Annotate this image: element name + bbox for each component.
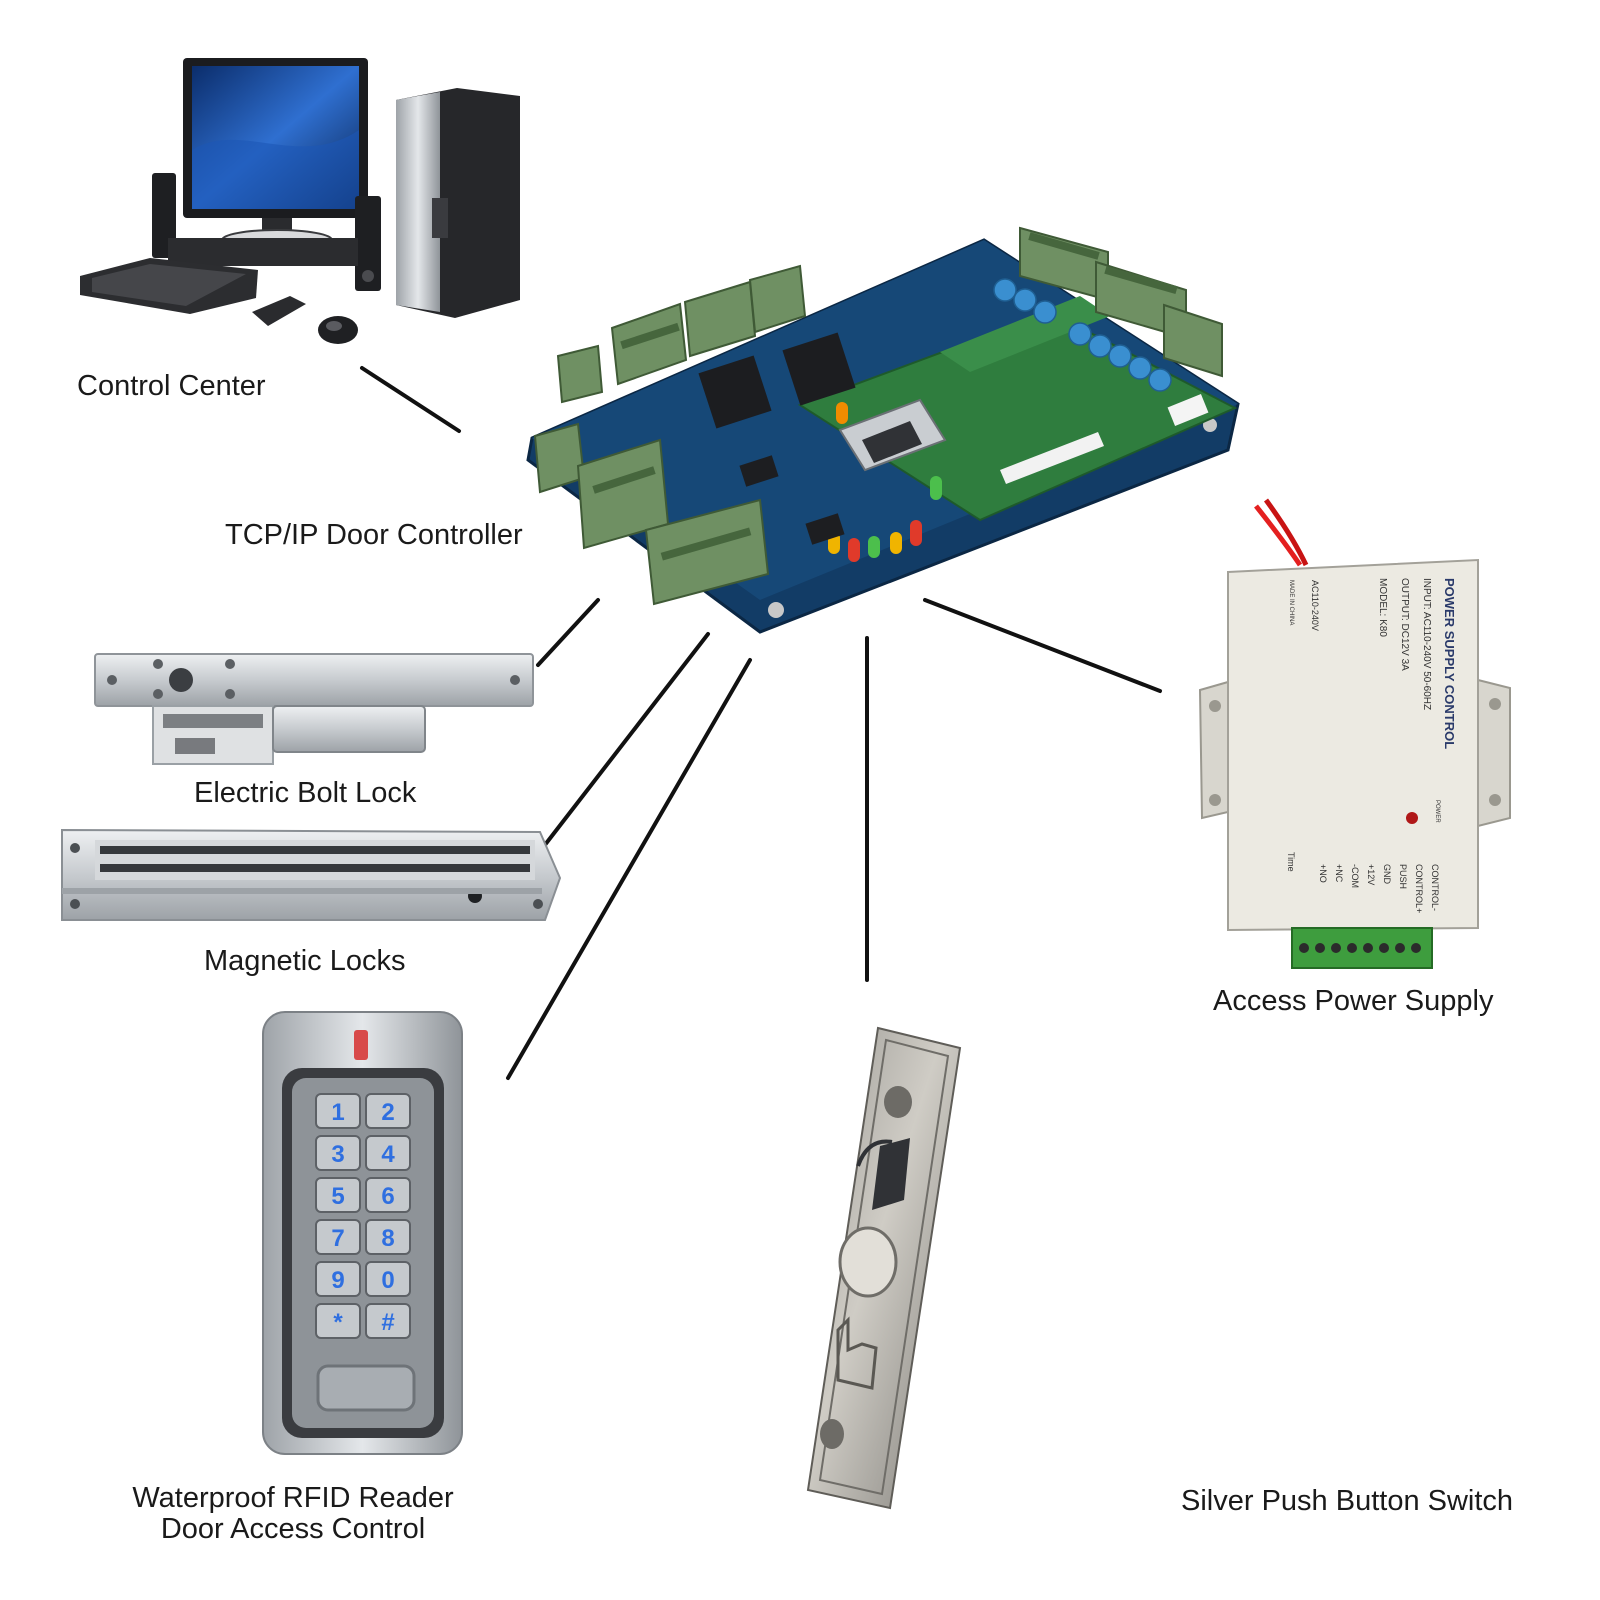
keypad-key-label: 5 — [331, 1183, 344, 1210]
psu-title-text: POWER SUPPLY CONTROL — [1442, 578, 1457, 749]
keypad-key-label: 9 — [331, 1267, 344, 1294]
connector-lines — [360, 366, 1162, 1080]
magnetic-lock-illustration — [61, 828, 562, 921]
psu-terminal-label: CONTROL+ — [1414, 864, 1424, 913]
line-control-center — [360, 366, 461, 433]
psu-terminal-label: +12V — [1366, 864, 1376, 885]
keypad-key-label: 6 — [381, 1183, 394, 1210]
keypad-key — [365, 1303, 411, 1339]
keypad-key — [365, 1177, 411, 1213]
label-power-supply: Access Power Supply — [1213, 985, 1494, 1017]
psu-terminal-label: +NC — [1334, 864, 1344, 883]
line-power-supply — [923, 598, 1162, 693]
keypad-key — [365, 1219, 411, 1255]
keypad-key — [365, 1135, 411, 1171]
psu-terminal-label: CONTROL- — [1430, 864, 1440, 911]
label-control-center: Control Center — [77, 370, 266, 402]
label-magnetic-locks: Magnetic Locks — [204, 945, 406, 977]
keypad-key-label: # — [381, 1309, 394, 1336]
keypad-key-label: 0 — [381, 1267, 394, 1294]
line-bolt-lock — [536, 598, 600, 667]
keypad-key — [365, 1261, 411, 1297]
psu-terminal-label: PUSH — [1398, 864, 1408, 889]
push-button-switch-illustration — [806, 1026, 962, 1510]
psu-input-text: INPUT: AC110-240V 50-60HZ — [1421, 578, 1432, 710]
psu-model-text: MODEL: K80 — [1377, 578, 1388, 637]
label-rfid-reader-line1: Waterproof RFID Reader — [132, 1482, 454, 1514]
psu-terminal-label: -COM — [1350, 864, 1360, 888]
keypad-key — [315, 1135, 361, 1171]
keypad-key — [315, 1177, 361, 1213]
keypad-key-label: 3 — [331, 1141, 344, 1168]
psu-made-text: MADE IN CHINA — [1288, 580, 1294, 625]
label-push-button: Silver Push Button Switch — [1181, 1485, 1513, 1517]
keypad-key — [315, 1093, 361, 1129]
psu-terminal-label: +NO — [1318, 864, 1328, 883]
line-magnetic-lock — [539, 632, 710, 852]
keypad-key-label: 4 — [381, 1141, 395, 1168]
label-bolt-lock: Electric Bolt Lock — [194, 777, 417, 809]
psu-ac-text: AC110-240V — [1310, 580, 1320, 631]
label-rfid-reader-line2: Door Access Control — [161, 1513, 425, 1545]
power-supply-illustration: POWER SUPPLY CONTROL INPUT: AC110-240V 5… — [1198, 498, 1511, 969]
psu-power-text: POWER — [1434, 800, 1440, 823]
label-door-controller: TCP/IP Door Controller — [225, 519, 523, 551]
psu-time-text: Time — [1286, 852, 1296, 872]
keypad-key-label: 2 — [381, 1099, 394, 1126]
keypad-key-label: 8 — [381, 1225, 394, 1252]
psu-output-text: OUTPUT: DC12V 3A — [1399, 578, 1410, 671]
keypad-key-label: 7 — [331, 1225, 344, 1252]
keypad-key-label: 1 — [331, 1099, 344, 1126]
psu-terminal-label: GND — [1382, 864, 1392, 885]
keypad-key — [315, 1303, 361, 1339]
keypad-key — [365, 1093, 411, 1129]
door-controller-board-illustration — [526, 226, 1240, 634]
control-center-computer-illustration — [80, 58, 520, 344]
keypad-key-label: * — [333, 1309, 343, 1336]
electric-bolt-lock-illustration — [94, 653, 534, 765]
keypad-key — [315, 1219, 361, 1255]
rfid-reader-keypad-illustration: 1 2 3 4 5 6 7 8 9 0 * # — [262, 1011, 463, 1455]
keypad-key — [315, 1261, 361, 1297]
line-rfid-reader — [506, 658, 752, 1080]
